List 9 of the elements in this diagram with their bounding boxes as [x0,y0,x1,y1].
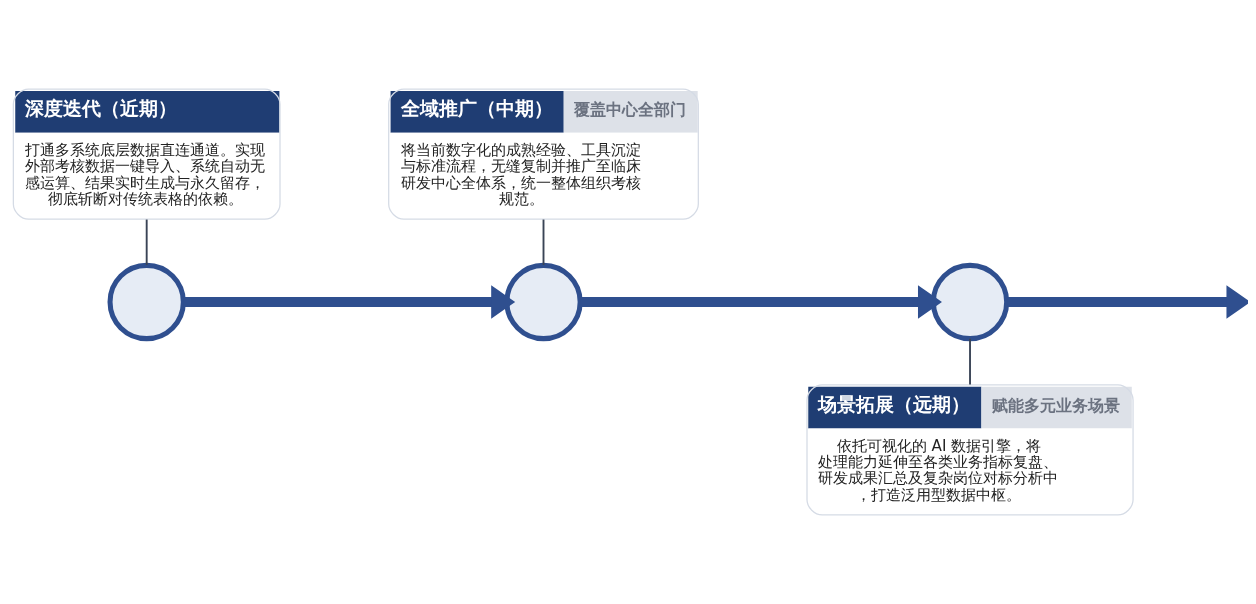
connector [969,337,971,386]
arrow [183,285,516,319]
node-circle [930,262,1010,342]
node-circle [107,262,186,342]
arrow [580,285,942,319]
connector [145,218,148,266]
node-circle [504,262,583,342]
arrow [1007,285,1248,319]
connector [542,218,545,266]
